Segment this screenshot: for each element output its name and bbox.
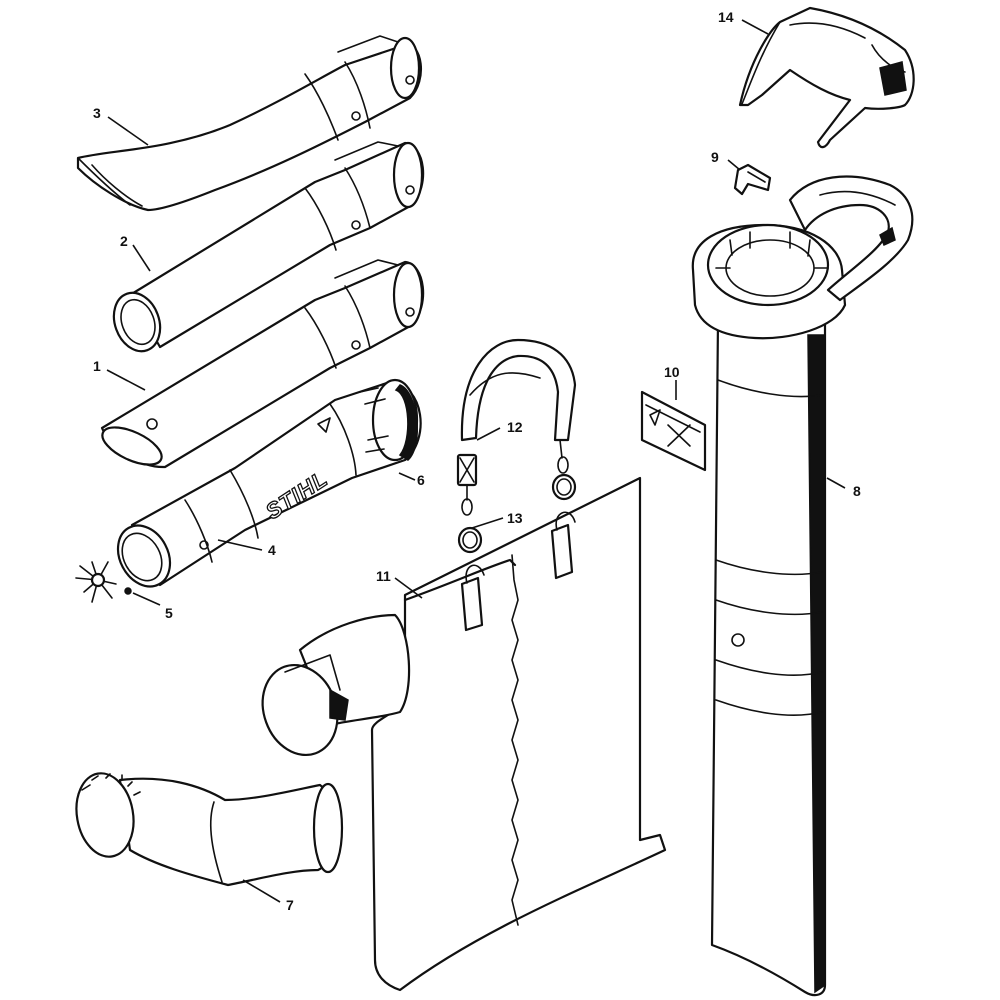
leader-lines xyxy=(106,19,846,903)
callout-2: 2 xyxy=(120,233,128,249)
elbow-part xyxy=(75,772,344,887)
callout-5: 5 xyxy=(165,605,173,621)
callout-3: 3 xyxy=(93,105,101,121)
callout-7: 7 xyxy=(286,897,294,913)
clip-part xyxy=(733,163,772,196)
suction-tube-part xyxy=(691,175,914,997)
callout-9: 9 xyxy=(711,149,719,165)
oval-nozzle-part xyxy=(100,259,425,469)
callout-labels: 3 2 1 6 4 5 7 8 9 10 11 12 13 14 xyxy=(93,9,861,913)
callout-10: 10 xyxy=(664,364,680,380)
ring-parts xyxy=(457,473,577,554)
callout-1: 1 xyxy=(93,358,101,374)
callout-6: 6 xyxy=(417,472,425,488)
shoulder-strap-part xyxy=(456,338,577,516)
blower-tube-part: STIHL xyxy=(116,378,422,588)
callout-14: 14 xyxy=(718,9,734,25)
callout-13: 13 xyxy=(507,510,523,526)
round-nozzle-part xyxy=(112,141,425,353)
callout-4: 4 xyxy=(268,542,276,558)
spider-nut-part xyxy=(75,561,132,603)
callout-8: 8 xyxy=(853,483,861,499)
callout-11: 11 xyxy=(376,568,391,584)
safety-glasses-part xyxy=(738,6,915,149)
callout-12: 12 xyxy=(507,419,523,435)
warning-label-part xyxy=(640,390,707,472)
flat-nozzle-part xyxy=(76,35,423,212)
collection-bag-part xyxy=(261,476,667,992)
